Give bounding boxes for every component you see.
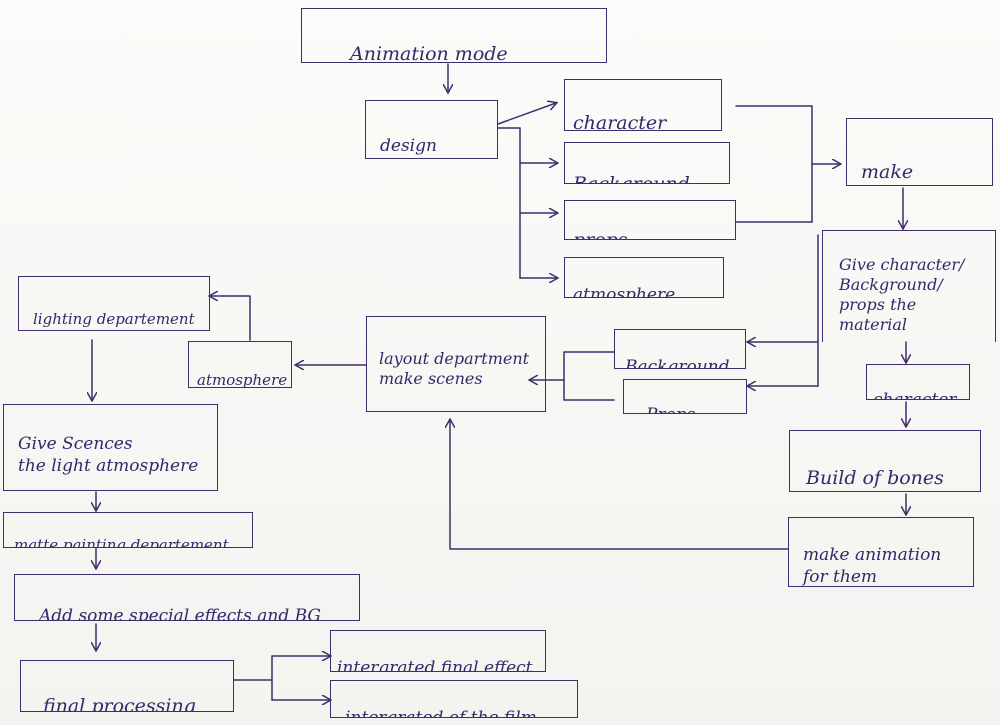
background-top-box: Background bbox=[564, 142, 730, 184]
make-models-label: make models bbox=[861, 160, 930, 185]
character-top-label: character bbox=[573, 111, 667, 131]
atmosphere-left-box: atmosphere bbox=[188, 341, 292, 388]
character-mid-box: character bbox=[866, 364, 970, 400]
design-label: design bbox=[380, 136, 437, 157]
design-box: design bbox=[365, 100, 498, 159]
character-mid-label: character bbox=[873, 390, 956, 399]
props-mid-label: Props bbox=[646, 405, 695, 413]
special-effects-label: Add some special effects and BG bbox=[39, 606, 321, 621]
integrated-film-box: intergrated of the film bbox=[330, 680, 578, 718]
build-bones-label: Build of bones bbox=[806, 466, 944, 489]
background-mid-label: Background bbox=[625, 357, 730, 369]
give-material-label: Give character/ Background/ props the ma… bbox=[839, 255, 965, 334]
make-animation-box: make animation for them bbox=[788, 517, 974, 587]
integrated-effect-box: intergrated final effect bbox=[330, 630, 546, 672]
layout-department-box: layout department make scenes bbox=[366, 316, 546, 412]
props-top-box: props bbox=[564, 200, 736, 240]
animation-mode-box: Animation mode bbox=[301, 8, 607, 63]
final-processing-label: final processing bbox=[43, 694, 196, 712]
give-scenes-label: Give Scences the light atmosphere bbox=[18, 434, 199, 476]
props-mid-box: Props bbox=[623, 379, 747, 414]
atmosphere-top-box: atmosphere bbox=[564, 257, 724, 298]
make-models-box: make models bbox=[846, 118, 993, 186]
matte-painting-label: matte painting departement bbox=[14, 535, 229, 548]
make-animation-label: make animation for them bbox=[803, 545, 942, 587]
props-top-label: props bbox=[573, 228, 628, 240]
lighting-department-box: lighting departement bbox=[18, 276, 210, 331]
character-top-box: character bbox=[564, 79, 722, 131]
give-scenes-box: Give Scences the light atmosphere bbox=[3, 404, 218, 491]
background-top-label: Background bbox=[573, 172, 690, 184]
layout-department-label: layout department make scenes bbox=[379, 349, 530, 388]
special-effects-box: Add some special effects and BG bbox=[14, 574, 360, 621]
give-material-box: Give character/ Background/ props the ma… bbox=[822, 230, 996, 342]
lighting-department-label: lighting departement bbox=[33, 309, 195, 328]
final-processing-box: final processing bbox=[20, 660, 234, 712]
build-bones-box: Build of bones bbox=[789, 430, 981, 492]
atmosphere-top-label: atmosphere bbox=[573, 285, 676, 298]
atmosphere-left-label: atmosphere bbox=[197, 370, 288, 388]
background-mid-box: Background bbox=[614, 329, 746, 369]
matte-painting-box: matte painting departement bbox=[3, 512, 253, 548]
integrated-film-label: intergrated of the film bbox=[345, 708, 537, 717]
animation-mode-label: Animation mode bbox=[350, 42, 508, 63]
integrated-effect-label: intergrated final effect bbox=[337, 658, 533, 672]
